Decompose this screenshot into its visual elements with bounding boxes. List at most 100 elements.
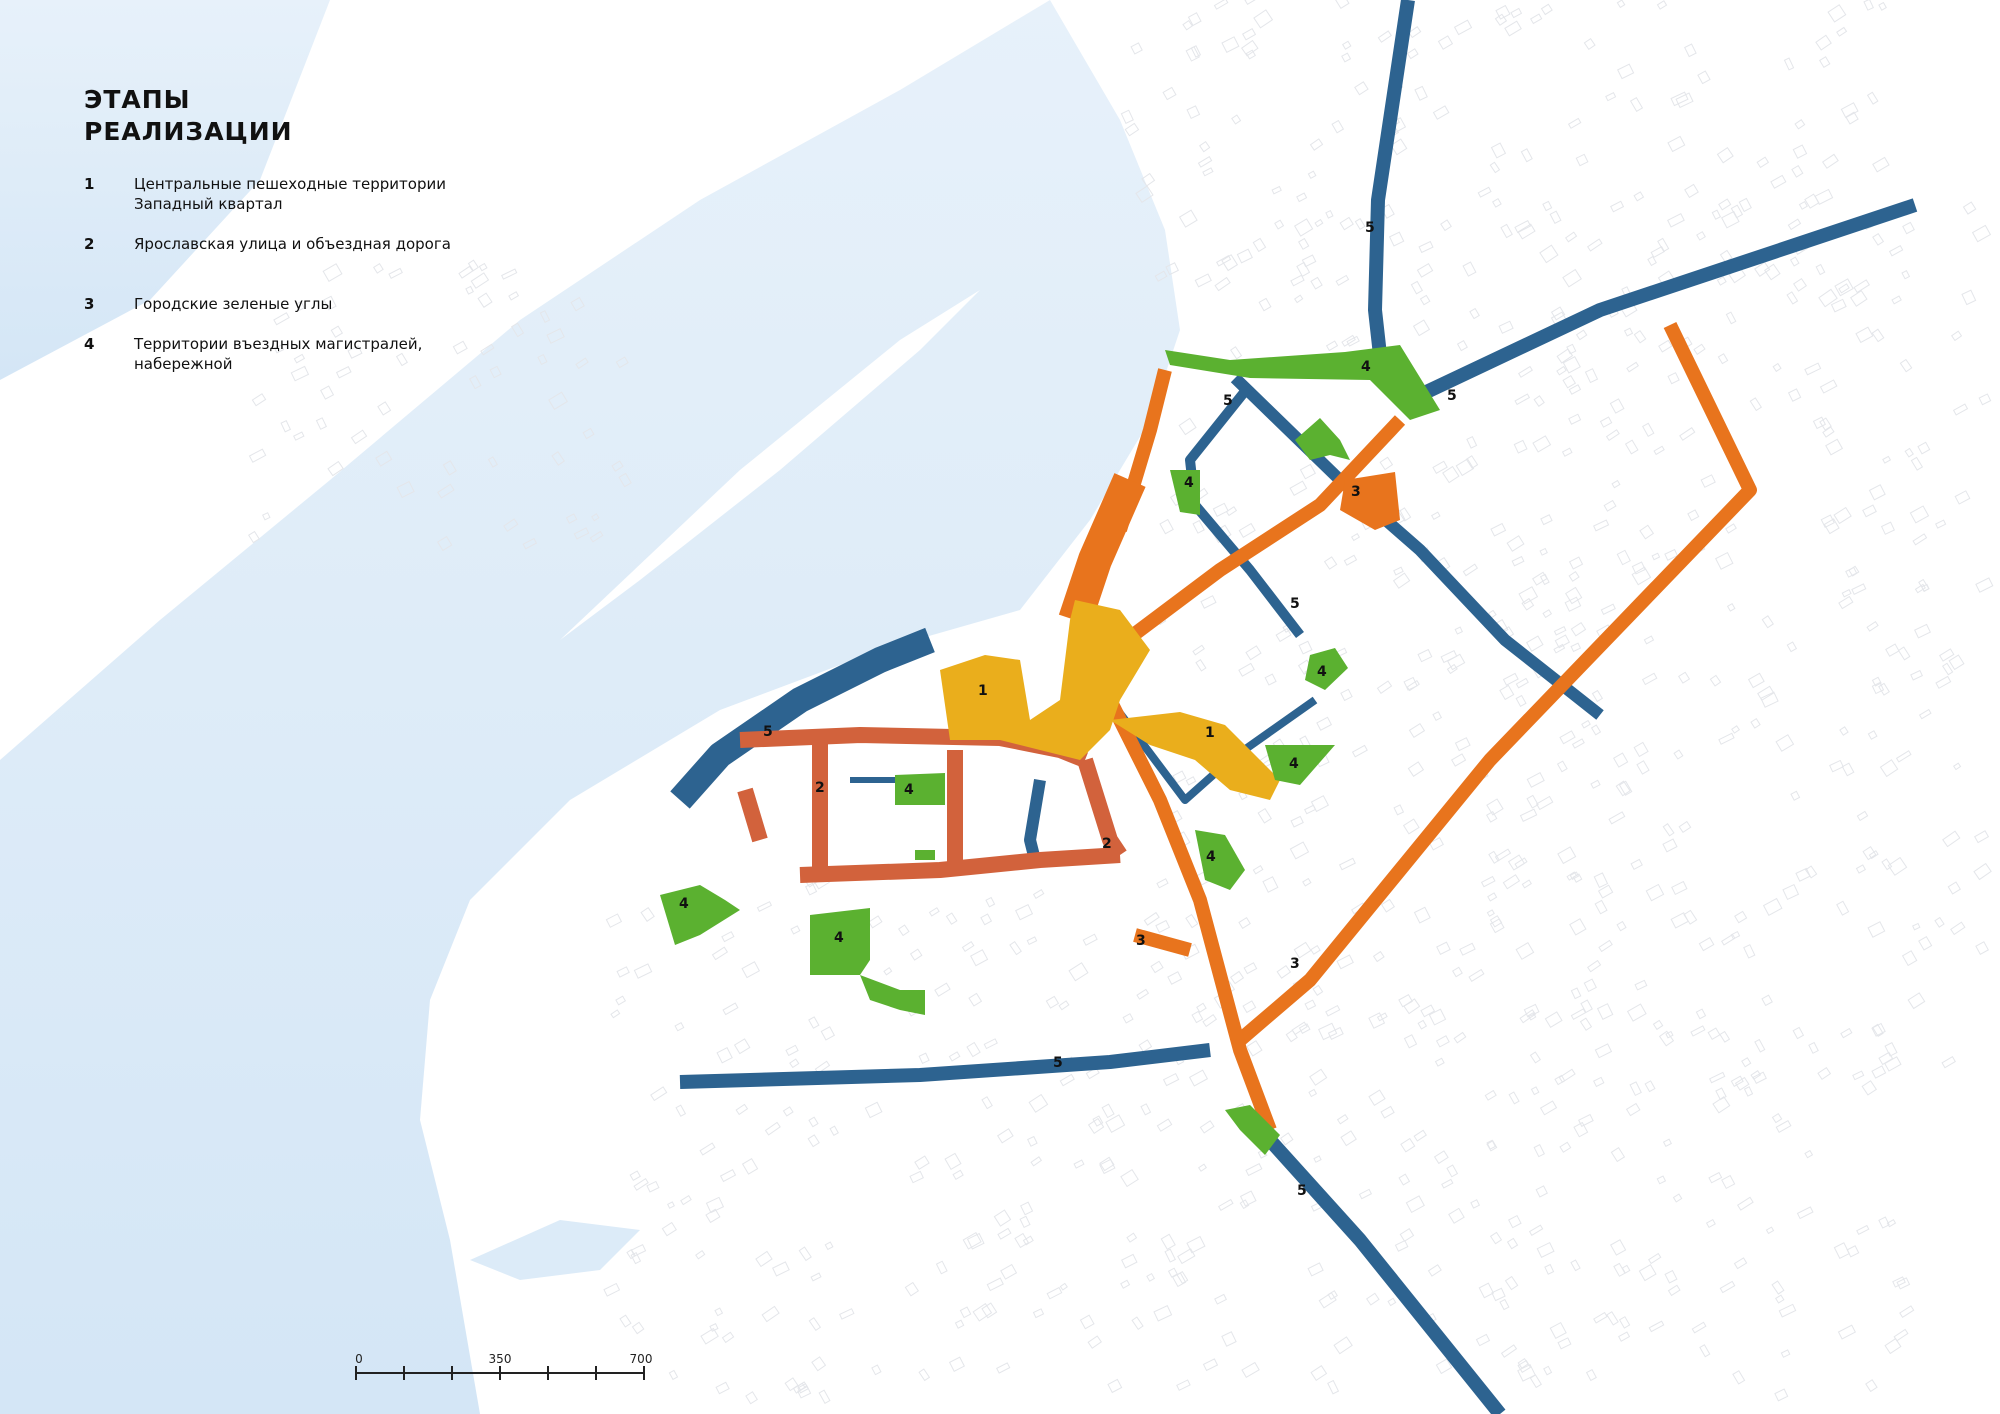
building xyxy=(1351,533,1361,542)
building xyxy=(1342,40,1352,50)
building xyxy=(1792,144,1808,159)
building xyxy=(1514,219,1532,234)
building xyxy=(1535,795,1554,811)
building xyxy=(1515,694,1527,707)
building xyxy=(808,1016,820,1029)
building xyxy=(1238,522,1256,538)
building xyxy=(745,1391,758,1405)
label-stage5-f: 5 xyxy=(1053,1055,1063,1071)
building xyxy=(1665,1030,1674,1039)
building xyxy=(1721,1174,1736,1190)
arterial-east xyxy=(1235,321,1757,1046)
building xyxy=(605,913,623,928)
green-east-2 xyxy=(1265,745,1335,785)
legend-item-text: Центральные пешеходные территории xyxy=(134,175,446,193)
building xyxy=(1610,1239,1627,1256)
building xyxy=(1484,1089,1497,1101)
building xyxy=(1754,261,1771,277)
road-northeast xyxy=(1417,198,1918,402)
building xyxy=(1597,884,1614,899)
building xyxy=(705,1208,721,1224)
building xyxy=(323,295,337,311)
building xyxy=(1186,105,1201,120)
building xyxy=(824,1241,834,1251)
building xyxy=(573,527,590,540)
building xyxy=(1264,673,1277,686)
building xyxy=(615,356,629,369)
building xyxy=(1584,368,1599,384)
building xyxy=(1498,320,1514,334)
building xyxy=(1130,42,1143,55)
building xyxy=(1313,1155,1322,1163)
building xyxy=(1480,875,1496,888)
building xyxy=(626,1248,636,1260)
building xyxy=(1899,1305,1915,1318)
building xyxy=(1716,276,1727,286)
building xyxy=(1975,941,1989,955)
building xyxy=(1459,942,1476,956)
building xyxy=(961,941,975,953)
building xyxy=(1590,779,1601,789)
building xyxy=(948,1051,961,1062)
building xyxy=(1540,3,1553,16)
building xyxy=(1507,854,1526,871)
building xyxy=(1191,1010,1204,1024)
building xyxy=(1549,210,1562,225)
building xyxy=(1562,374,1577,389)
building xyxy=(1126,1232,1138,1243)
legend-item-1: 1 Центральные пешеходные территории Запа… xyxy=(84,174,504,214)
building xyxy=(396,480,415,499)
building xyxy=(1242,1000,1257,1014)
building xyxy=(1836,900,1850,916)
building xyxy=(1571,738,1585,749)
building xyxy=(1131,1316,1144,1330)
building xyxy=(1420,1004,1436,1018)
stage3-roads xyxy=(1058,321,1757,1133)
building xyxy=(1164,1248,1176,1263)
building xyxy=(1419,294,1431,306)
building xyxy=(1314,218,1324,228)
embankment-north-wide xyxy=(1058,473,1146,626)
building xyxy=(1518,365,1533,378)
building xyxy=(1871,681,1885,695)
green-small xyxy=(915,850,935,860)
scale-tick xyxy=(451,1366,453,1380)
legend-item-3: 3 Городские зеленые углы xyxy=(84,294,504,314)
label-stage5-d: 5 xyxy=(1290,596,1300,612)
building xyxy=(1631,566,1652,586)
building xyxy=(1749,397,1762,412)
building xyxy=(1289,480,1308,497)
building xyxy=(1085,1066,1100,1080)
building xyxy=(1245,1163,1263,1177)
building xyxy=(1513,439,1528,454)
building xyxy=(1598,939,1613,953)
building xyxy=(1648,1252,1662,1265)
building xyxy=(909,948,923,961)
building xyxy=(674,1021,685,1032)
building xyxy=(1796,1206,1814,1220)
building xyxy=(1014,1232,1030,1249)
building xyxy=(1238,662,1255,677)
building xyxy=(1918,935,1933,951)
building xyxy=(1557,1337,1572,1350)
building xyxy=(452,340,468,355)
building xyxy=(1578,1113,1594,1127)
building xyxy=(1336,954,1354,970)
building xyxy=(1700,474,1716,488)
building xyxy=(1868,850,1879,860)
building xyxy=(603,1282,621,1297)
building xyxy=(1565,586,1583,605)
building xyxy=(1639,524,1655,540)
green-south-node xyxy=(1225,1105,1280,1155)
building xyxy=(1428,1008,1447,1026)
building xyxy=(1539,1100,1558,1116)
ring-stub-1 xyxy=(737,787,768,843)
building xyxy=(1333,1336,1353,1355)
green-north xyxy=(1165,345,1440,420)
building xyxy=(1670,91,1689,107)
building xyxy=(1433,1150,1449,1165)
building xyxy=(477,292,493,308)
building xyxy=(1891,295,1902,305)
building xyxy=(1772,362,1782,373)
building xyxy=(1866,620,1879,632)
